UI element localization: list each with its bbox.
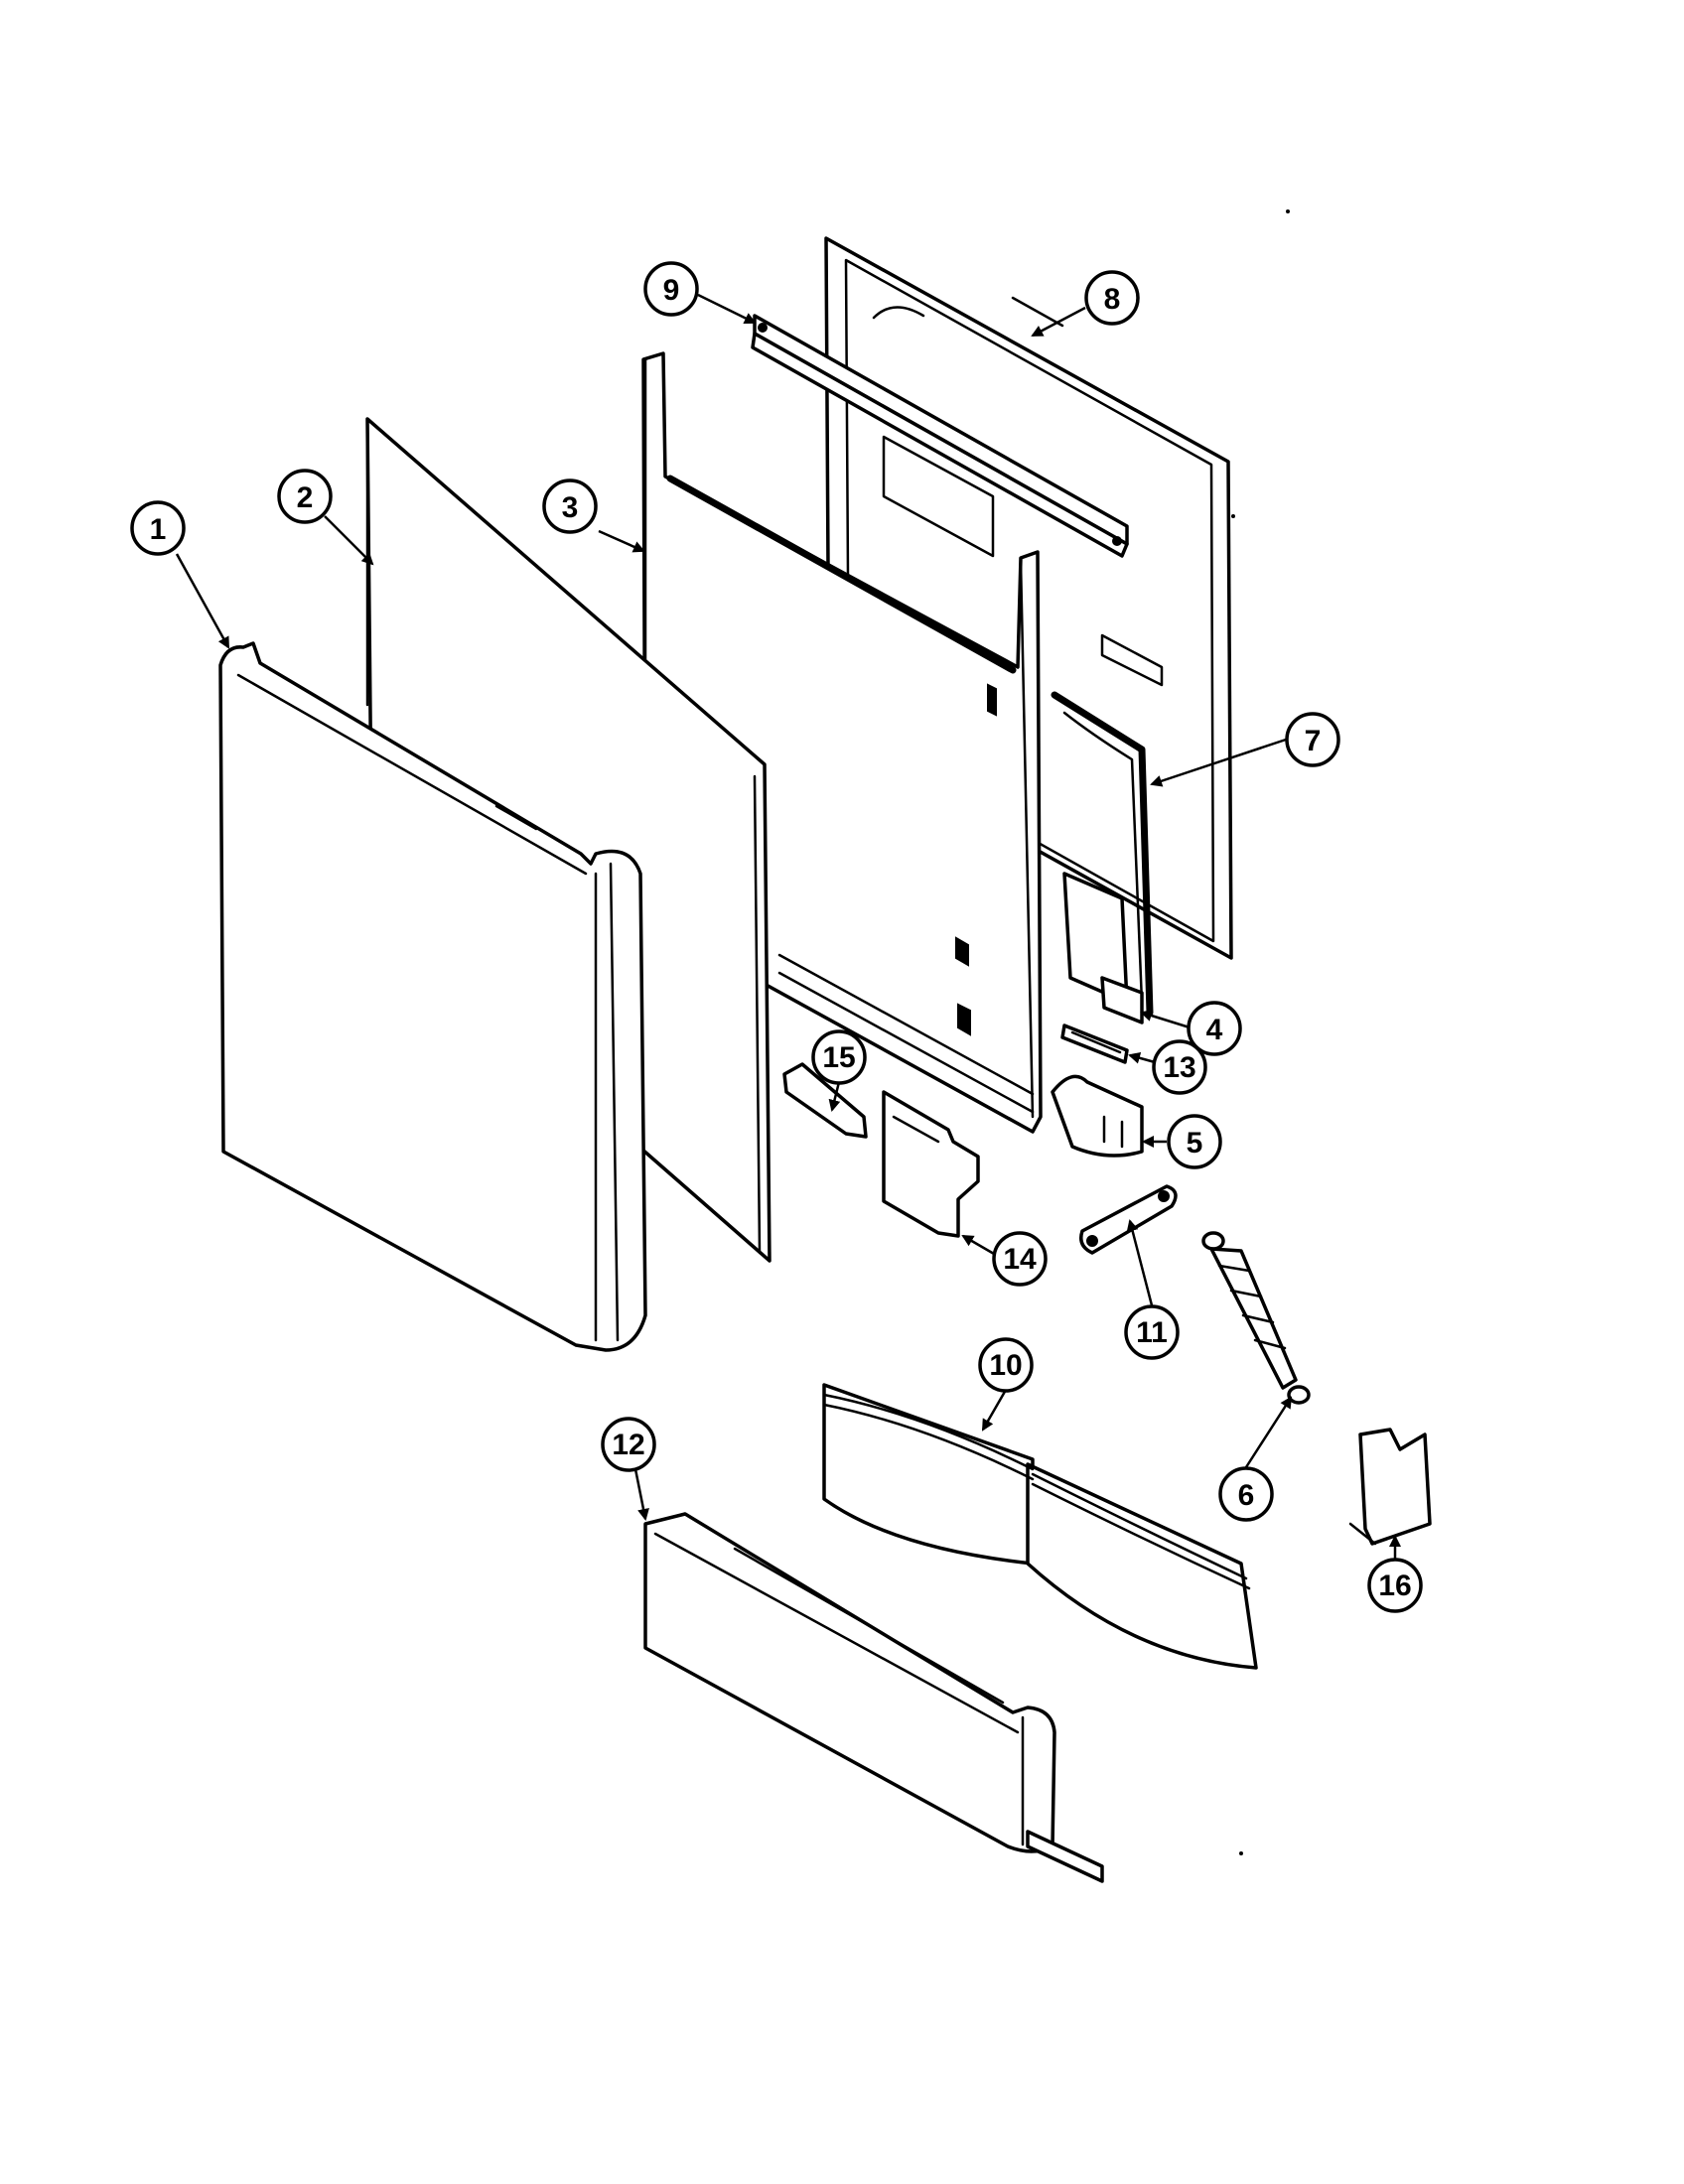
callout-15: 15 [811,1029,867,1085]
callout-10: 10 [978,1337,1034,1393]
callout-15-label: 15 [822,1041,855,1074]
part-13-insert [1060,1024,1129,1064]
leader-2 [324,515,374,566]
callout-4-label: 4 [1206,1014,1223,1046]
callout-2-label: 2 [297,481,314,514]
callout-1-label: 1 [150,513,167,546]
callout-4: 4 [1187,1001,1242,1056]
callout-3: 3 [542,478,598,534]
callout-13: 13 [1152,1039,1207,1095]
leader-1 [175,553,230,649]
leader-6 [1244,1396,1293,1468]
leader-7 [1150,738,1287,787]
callout-13-label: 13 [1163,1051,1195,1084]
callout-6: 6 [1218,1466,1274,1522]
part-11-link [1079,1184,1178,1255]
callout-8-label: 8 [1104,283,1121,316]
callout-7: 7 [1285,712,1340,767]
callout-14-label: 14 [1003,1243,1037,1276]
leader-3 [598,529,645,553]
leader-10 [981,1389,1008,1432]
part-10-insulation [822,1383,1258,1670]
callout-3-label: 3 [562,491,579,524]
callout-6-label: 6 [1238,1479,1255,1512]
callout-leaders [175,293,1401,1559]
leader-14 [961,1234,995,1256]
leader-15 [828,1081,841,1112]
leader-13 [1128,1051,1156,1064]
callout-2: 2 [277,469,333,524]
part-5-hinge-lower [1051,1074,1144,1158]
part-9-top-channel [751,314,1129,558]
part-14-shield-plate [882,1090,980,1238]
callout-9-label: 9 [663,274,680,307]
callout-16-label: 16 [1378,1570,1411,1602]
leader-4 [1140,1010,1191,1029]
callout-8: 8 [1084,270,1140,326]
part-4-latch-bracket [1062,872,1144,1024]
part-16-corner-guard [1348,1428,1432,1546]
callout-14: 14 [992,1231,1048,1287]
part-12-toe-panel [643,1512,1104,1883]
speck [1286,209,1290,213]
callout-10-label: 10 [989,1349,1022,1382]
part-6-spring [1201,1231,1311,1405]
callout-12-label: 12 [612,1429,644,1461]
leader-11 [1126,1219,1154,1306]
callout-11: 11 [1124,1304,1180,1360]
callout-1: 1 [130,500,186,556]
callout-7-label: 7 [1305,725,1322,757]
part-7-gasket [1051,691,1154,1017]
callout-12: 12 [601,1417,656,1472]
callout-5: 5 [1167,1114,1222,1169]
leader-9 [697,293,757,325]
leader-8 [1031,306,1086,338]
callout-11-label: 11 [1136,1316,1168,1349]
speck [1239,1851,1243,1855]
callout-16: 16 [1367,1558,1423,1613]
part-1-outer-door-panel [218,641,647,1352]
part-15-bracket [782,1062,868,1139]
callout-9: 9 [643,261,699,317]
speck [1231,514,1235,518]
callout-5-label: 5 [1187,1127,1203,1160]
leader-12 [633,1468,649,1521]
